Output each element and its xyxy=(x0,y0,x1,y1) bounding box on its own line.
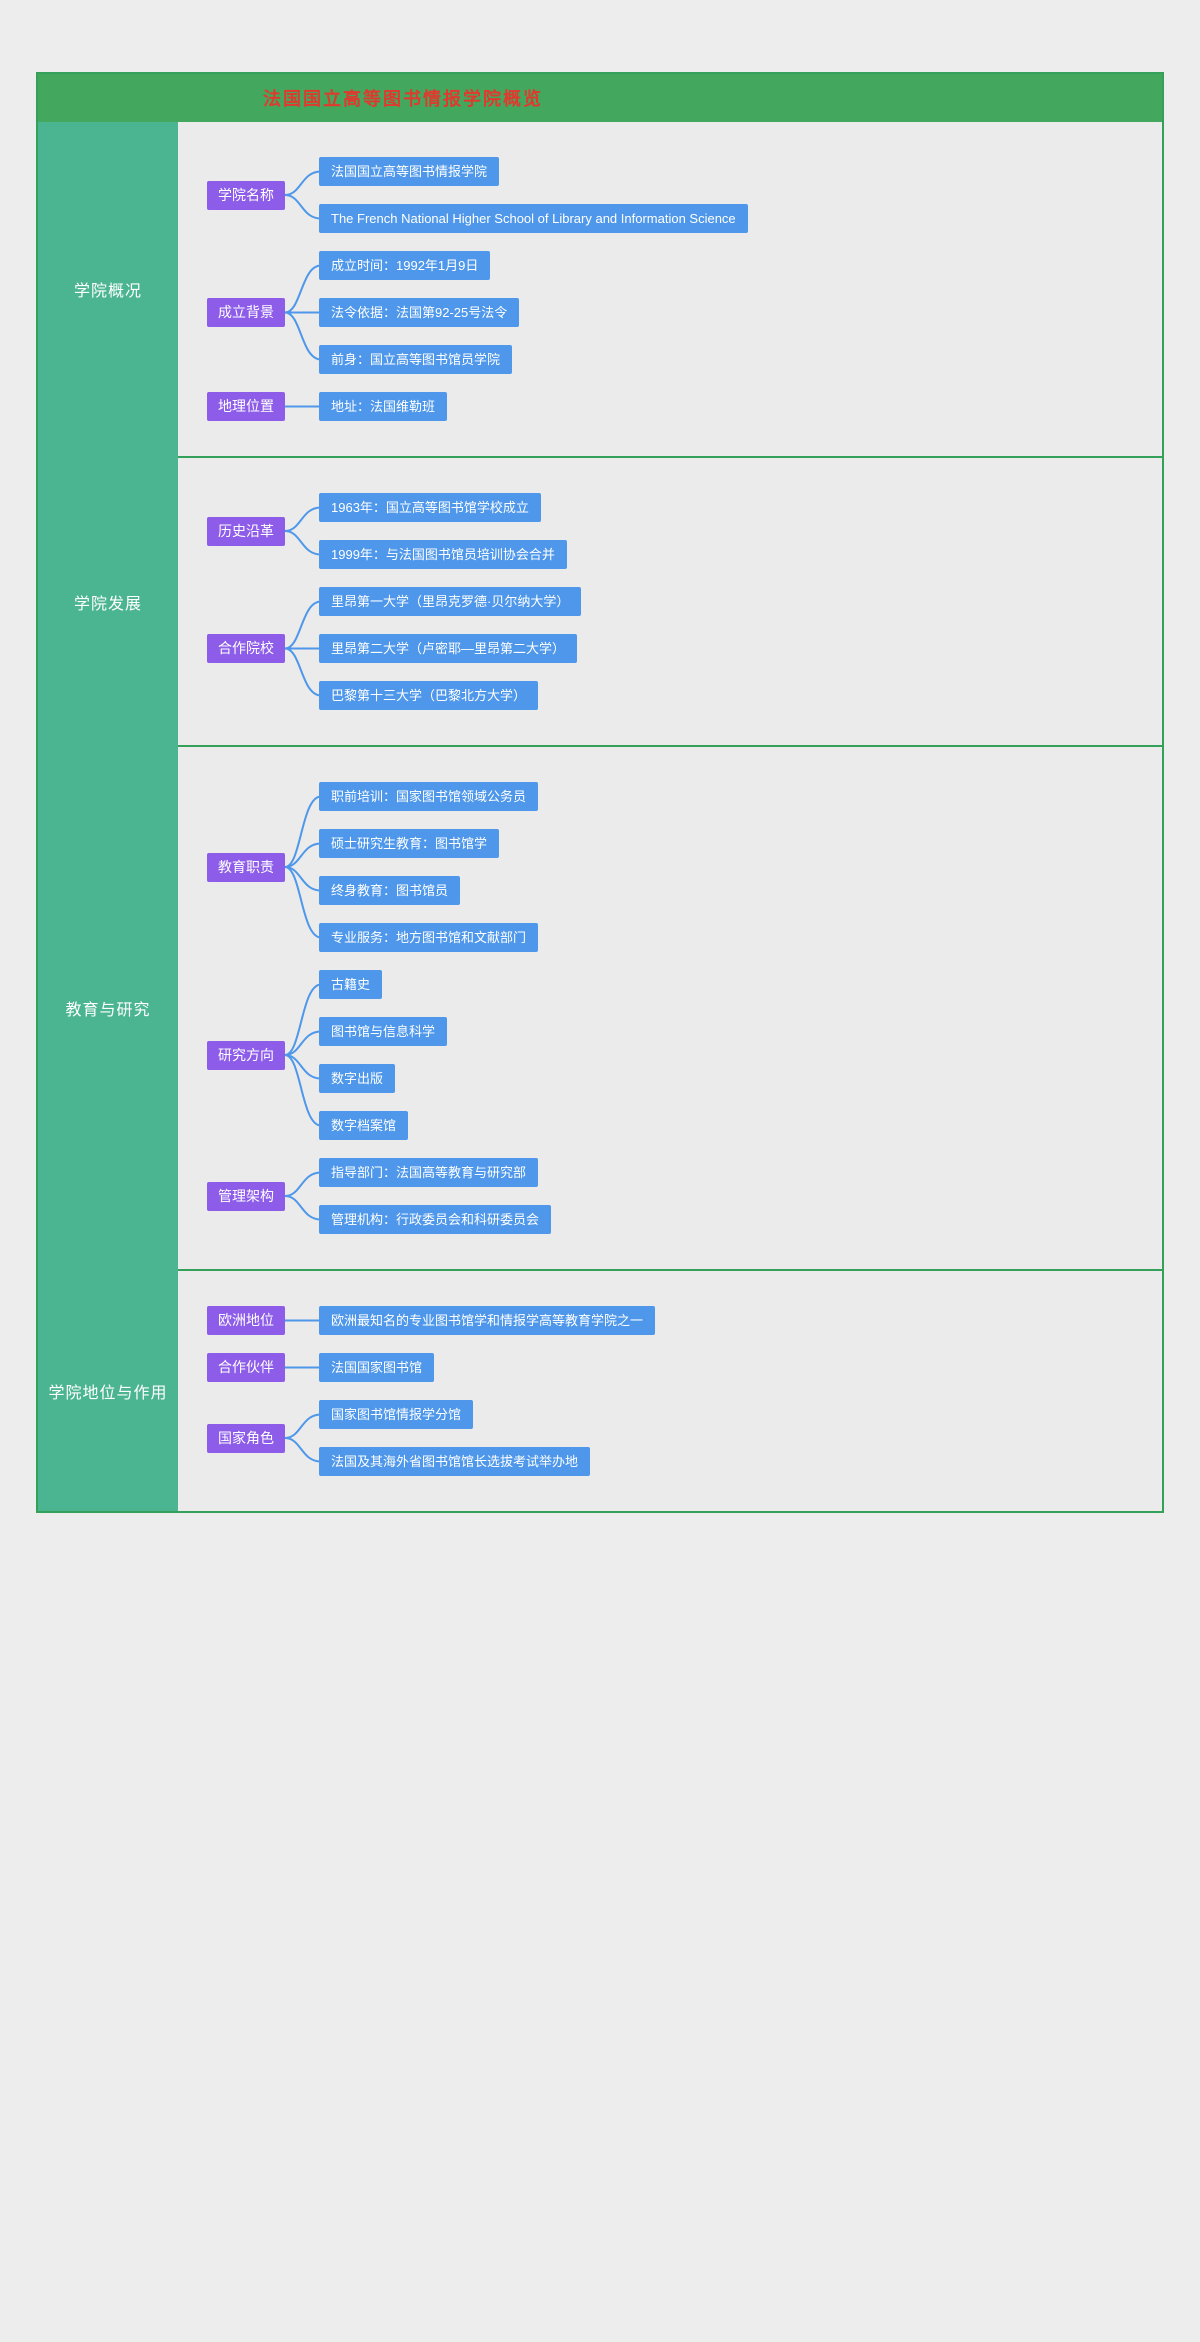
subtopic-node[interactable]: 欧洲最知名的专业图书馆学和情报学高等教育学院之一 xyxy=(319,1306,656,1335)
subtopic-node[interactable]: 前身：国立高等图书馆员学院 xyxy=(319,345,513,374)
subtopic-node[interactable]: 法国及其海外省图书馆馆长选拔考试举办地 xyxy=(319,1447,591,1476)
subtopic-node[interactable]: 成立时间：1992年1月9日 xyxy=(319,251,491,280)
branch: 地理位置 地址：法国维勒班 xyxy=(207,392,1142,421)
subtopic-node[interactable]: 法国国家图书馆 xyxy=(319,1353,435,1382)
section-row: 学院概况 学院名称 法国国立高等图书情报学院 The French National … xyxy=(38,122,1162,456)
section-label-cell: 教育与研究 xyxy=(38,745,178,1269)
section-content: 教育职责 职前培训：国家图书馆领域公务员硕士研究生教育：图书馆学终身教育：图书馆员… xyxy=(178,745,1162,1269)
topic-node[interactable]: 研究方向 xyxy=(207,1040,285,1070)
topic-node[interactable]: 欧洲地位 xyxy=(207,1306,285,1335)
branch-children: 1963年：国立高等图书馆学校成立 1999年：与法国图书馆员培训协会合并 xyxy=(319,493,567,569)
subtopic-node[interactable]: 指导部门：法国高等教育与研究部 xyxy=(319,1158,539,1187)
topic-node[interactable]: 地理位置 xyxy=(207,392,285,421)
subtopic-node[interactable]: 管理机构：行政委员会和科研委员会 xyxy=(319,1205,552,1234)
subtopic-node[interactable]: 终身教育：图书馆员 xyxy=(319,876,461,905)
subtopic-node[interactable]: 数字档案馆 xyxy=(319,1111,409,1140)
branch: 历史沿革 1963年：国立高等图书馆学校成立 1999年：与法国图书馆员培训协会合并 xyxy=(207,493,1142,569)
mindmap-body: 学院概况 学院名称 法国国立高等图书情报学院 The French National … xyxy=(38,122,1162,1511)
branch-children: 指导部门：法国高等教育与研究部管理机构：行政委员会和科研委员会 xyxy=(319,1158,552,1234)
branch-children: 法国国家图书馆 xyxy=(319,1353,435,1382)
mindmap-header: 法国国立高等图书情报学院概览 xyxy=(38,74,1162,122)
branch-children: 地址：法国维勒班 xyxy=(319,392,448,421)
topic-node[interactable]: 成立背景 xyxy=(207,298,285,327)
branch: 成立背景 成立时间：1992年1月9日法令依据：法国第92-25号法令前身：国立高… xyxy=(207,251,1142,374)
section-topic-node[interactable]: 学院地位与作用 xyxy=(48,1385,168,1402)
section-content: 历史沿革 1963年：国立高等图书馆学校成立 1999年：与法国图书馆员培训协会合并… xyxy=(178,456,1162,745)
topic-node[interactable]: 合作院校 xyxy=(207,634,285,663)
section-row: 教育与研究 教育职责 职前培训：国家图书馆领域公务员硕士研究生教育：图书馆学终身教育… xyxy=(38,745,1162,1269)
subtopic-node[interactable]: 硕士研究生教育：图书馆学 xyxy=(319,829,500,858)
section-topic-node[interactable]: 教育与研究 xyxy=(65,1002,151,1019)
subtopic-node[interactable]: 地址：法国维勒班 xyxy=(319,392,448,421)
subtopic-node[interactable]: 国家图书馆情报学分馆 xyxy=(319,1400,474,1429)
section-label-cell: 学院概况 xyxy=(38,122,178,456)
topic-node[interactable]: 合作伙伴 xyxy=(207,1353,285,1382)
branch-children: 成立时间：1992年1月9日法令依据：法国第92-25号法令前身：国立高等图书馆… xyxy=(319,251,520,374)
mindmap-title: 法国国立高等图书情报学院概览 xyxy=(263,89,543,109)
subtopic-node[interactable]: 里昂第一大学（里昂克罗德·贝尔纳大学） xyxy=(319,587,582,616)
branch-children: 法国国立高等图书情报学院 The French National Higher S… xyxy=(319,157,748,233)
branch-children: 欧洲最知名的专业图书馆学和情报学高等教育学院之一 xyxy=(319,1306,656,1335)
section-label-cell: 学院地位与作用 xyxy=(38,1269,178,1511)
section-content: 欧洲地位 欧洲最知名的专业图书馆学和情报学高等教育学院之一合作伙伴 法国国家图书馆国… xyxy=(178,1269,1162,1511)
branch: 合作院校 里昂第一大学（里昂克罗德·贝尔纳大学） 里昂第二大学（卢密耶—里昂第二大学… xyxy=(207,587,1142,710)
branch: 学院名称 法国国立高等图书情报学院 The French National High… xyxy=(207,157,1142,233)
topic-node[interactable]: 学院名称 xyxy=(207,180,285,210)
subtopic-node[interactable]: The French National Higher School of Lib… xyxy=(319,204,748,233)
mindmap-container: 法国国立高等图书情报学院概览 学院概况 学院名称 法国国立高等图书情报学院 The F… xyxy=(36,72,1164,1513)
section-row: 学院地位与作用欧洲地位欧洲最知名的专业图书馆学和情报学高等教育学院之一合作伙伴法… xyxy=(38,1269,1162,1511)
branch: 教育职责 职前培训：国家图书馆领域公务员硕士研究生教育：图书馆学终身教育：图书馆员… xyxy=(207,782,1142,952)
branch: 国家角色 国家图书馆情报学分馆法国及其海外省图书馆馆长选拔考试举办地 xyxy=(207,1400,1142,1476)
subtopic-node[interactable]: 里昂第二大学（卢密耶—里昂第二大学） xyxy=(319,634,578,663)
section-topic-node[interactable]: 学院概况 xyxy=(73,283,142,300)
subtopic-node[interactable]: 职前培训：国家图书馆领域公务员 xyxy=(319,782,539,811)
subtopic-node[interactable]: 法国国立高等图书情报学院 xyxy=(319,157,500,186)
subtopic-node[interactable]: 古籍史 xyxy=(319,970,383,999)
branch-children: 职前培训：国家图书馆领域公务员硕士研究生教育：图书馆学终身教育：图书馆员专业服务… xyxy=(319,782,539,952)
section-topic-node[interactable]: 学院发展 xyxy=(73,595,142,613)
subtopic-node[interactable]: 巴黎第十三大学（巴黎北方大学） xyxy=(319,681,539,710)
branch-children: 里昂第一大学（里昂克罗德·贝尔纳大学） 里昂第二大学（卢密耶—里昂第二大学） 巴黎第… xyxy=(319,587,582,710)
topic-node[interactable]: 国家角色 xyxy=(207,1423,285,1453)
branch-children: 国家图书馆情报学分馆法国及其海外省图书馆馆长选拔考试举办地 xyxy=(319,1400,591,1476)
topic-node[interactable]: 管理架构 xyxy=(207,1181,285,1211)
section-content: 学院名称 法国国立高等图书情报学院 The French National High… xyxy=(178,122,1162,456)
subtopic-node[interactable]: 专业服务：地方图书馆和文献部门 xyxy=(319,923,539,952)
subtopic-node[interactable]: 法令依据：法国第92-25号法令 xyxy=(319,298,520,327)
topic-node[interactable]: 历史沿革 xyxy=(207,516,285,546)
subtopic-node[interactable]: 1999年：与法国图书馆员培训协会合并 xyxy=(319,540,567,569)
branch: 欧洲地位 欧洲最知名的专业图书馆学和情报学高等教育学院之一 xyxy=(207,1306,1142,1335)
section-row: 学院发展 历史沿革 1963年：国立高等图书馆学校成立 1999年：与法国图书馆员培训… xyxy=(38,456,1162,745)
subtopic-node[interactable]: 数字出版 xyxy=(319,1064,396,1093)
branch: 研究方向 古籍史图书馆与信息科学数字出版数字档案馆 xyxy=(207,970,1142,1140)
topic-node[interactable]: 教育职责 xyxy=(207,852,285,882)
branch: 管理架构 指导部门：法国高等教育与研究部管理机构：行政委员会和科研委员会 xyxy=(207,1158,1142,1234)
branch-children: 古籍史图书馆与信息科学数字出版数字档案馆 xyxy=(319,970,448,1140)
subtopic-node[interactable]: 1963年：国立高等图书馆学校成立 xyxy=(319,493,541,522)
subtopic-node[interactable]: 图书馆与信息科学 xyxy=(319,1017,448,1046)
section-label-cell: 学院发展 xyxy=(38,456,178,745)
branch: 合作伙伴 法国国家图书馆 xyxy=(207,1353,1142,1382)
